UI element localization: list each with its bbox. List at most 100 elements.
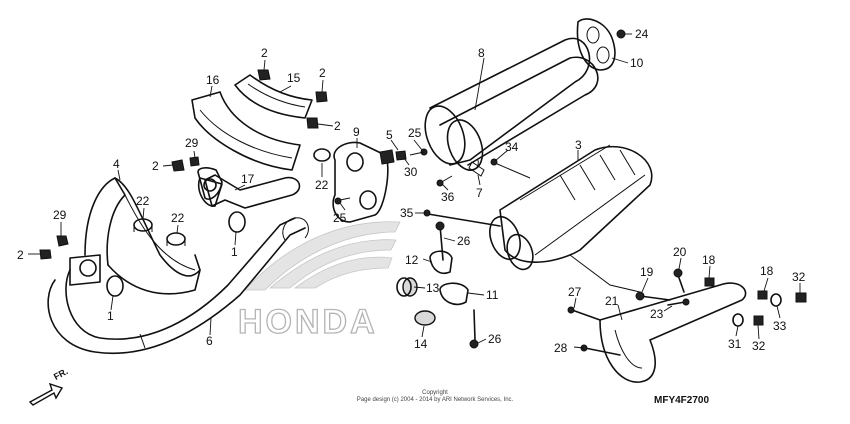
nut-29-left xyxy=(56,235,69,247)
clamp-11 xyxy=(439,282,469,306)
callout-18: 18 xyxy=(760,264,774,278)
heat-shield-16 xyxy=(191,91,301,171)
callout-8: 8 xyxy=(478,46,485,60)
honda-wing-watermark: HONDA xyxy=(237,221,401,342)
callout-4: 4 xyxy=(113,157,120,171)
bolt-29-upper xyxy=(189,156,200,167)
callout-6: 6 xyxy=(206,334,213,348)
callout-18: 18 xyxy=(702,253,716,267)
rubber-13 xyxy=(396,277,418,297)
callout-1: 1 xyxy=(107,309,114,323)
bolt-2-mid-right xyxy=(306,117,319,129)
muffler-body-3 xyxy=(489,144,653,293)
joint-pipe-9 xyxy=(332,141,395,223)
callout-14: 14 xyxy=(414,337,428,351)
callout-11: 11 xyxy=(486,288,499,302)
callout-2: 2 xyxy=(17,248,24,262)
callout-26: 26 xyxy=(488,332,502,346)
callout-29: 29 xyxy=(53,208,67,222)
bolt-26-upper xyxy=(435,221,445,261)
gasket-1-front xyxy=(106,275,124,297)
nut-18-upper xyxy=(704,277,715,287)
callout-36: 36 xyxy=(441,190,455,204)
callout-22: 22 xyxy=(315,178,329,192)
nut-32-lower xyxy=(753,315,764,326)
bolt-2-left xyxy=(171,159,185,172)
callout-29: 29 xyxy=(185,136,199,150)
callout-labels: 2 15 2 16 2 29 2 4 22 17 22 1 29 2 1 6 9… xyxy=(17,27,806,355)
bolt-2-top xyxy=(257,69,271,81)
callout-19: 19 xyxy=(640,265,654,279)
callout-16: 16 xyxy=(206,73,220,87)
bolt-19 xyxy=(635,291,671,301)
bolt-24 xyxy=(616,29,626,39)
bolt-25-upper xyxy=(409,148,428,156)
clamp-22-mid xyxy=(166,232,186,246)
muffler-shell-8 xyxy=(424,37,599,171)
callout-31: 31 xyxy=(728,337,742,351)
callout-35: 35 xyxy=(400,206,414,220)
callout-20: 20 xyxy=(673,245,687,259)
bolt-27 xyxy=(567,306,601,321)
bolt-23 xyxy=(667,298,690,306)
callout-23: 23 xyxy=(650,307,664,321)
pipe-17 xyxy=(197,174,301,209)
callout-7: 7 xyxy=(476,186,483,200)
callout-28: 28 xyxy=(554,341,568,355)
nut-5 xyxy=(395,150,407,161)
copyright-notice: Copyright Page design (c) 2004 - 2014 by… xyxy=(300,390,570,404)
bolt-25-lower xyxy=(334,197,351,205)
bolt-20 xyxy=(673,268,685,293)
bolt-7 xyxy=(468,161,485,177)
callout-17: 17 xyxy=(241,172,255,186)
copyright-line2: Page design (c) 2004 - 2014 by ARI Netwo… xyxy=(356,397,514,403)
callout-22: 22 xyxy=(136,194,150,208)
callout-26: 26 xyxy=(457,234,471,248)
gasket-1-rear xyxy=(228,211,246,233)
bolt-34 xyxy=(490,158,531,179)
honda-watermark-text: HONDA xyxy=(238,303,378,341)
nut-2-left xyxy=(39,249,52,260)
heat-shield-15 xyxy=(234,74,313,119)
callout-32: 32 xyxy=(792,270,806,284)
callout-13: 13 xyxy=(426,281,440,295)
callout-2: 2 xyxy=(261,46,268,60)
copyright-line1: Copyright xyxy=(422,390,448,396)
callout-24: 24 xyxy=(635,27,649,41)
front-pipe-4 xyxy=(69,177,201,295)
leader-lines xyxy=(28,33,801,349)
callout-30: 30 xyxy=(404,165,418,179)
callout-5: 5 xyxy=(386,128,393,142)
washer-31 xyxy=(732,313,744,327)
callout-10: 10 xyxy=(630,56,644,70)
callout-2: 2 xyxy=(319,66,326,80)
callout-15: 15 xyxy=(287,71,301,85)
callout-21: 21 xyxy=(605,294,619,308)
callout-12: 12 xyxy=(405,253,419,267)
collar-14 xyxy=(414,310,436,326)
bolt-26-lower xyxy=(469,309,479,349)
bracket-21 xyxy=(599,282,747,383)
exhaust-pipe-6 xyxy=(47,217,309,354)
nut-32-right xyxy=(795,292,807,303)
callout-2: 2 xyxy=(152,159,159,173)
callout-22: 22 xyxy=(171,211,185,225)
callout-32: 32 xyxy=(752,339,766,353)
callout-25: 25 xyxy=(333,211,347,225)
bolt-2-upper-right xyxy=(315,91,328,103)
bolt-35 xyxy=(423,209,501,227)
bolt-28 xyxy=(580,344,621,356)
washer-33 xyxy=(770,293,782,307)
clamp-22-right xyxy=(313,148,331,162)
gasket-10 xyxy=(576,18,616,71)
callout-34: 34 xyxy=(505,140,519,154)
callout-27: 27 xyxy=(568,285,582,299)
callout-25: 25 xyxy=(408,126,422,140)
bolt-36 xyxy=(436,175,453,187)
nut-18-right xyxy=(757,290,768,300)
diagram-code: MFY4F2700 xyxy=(654,395,710,406)
clamp-12 xyxy=(429,250,453,274)
callout-2: 2 xyxy=(334,119,341,133)
flange-left xyxy=(197,167,223,200)
